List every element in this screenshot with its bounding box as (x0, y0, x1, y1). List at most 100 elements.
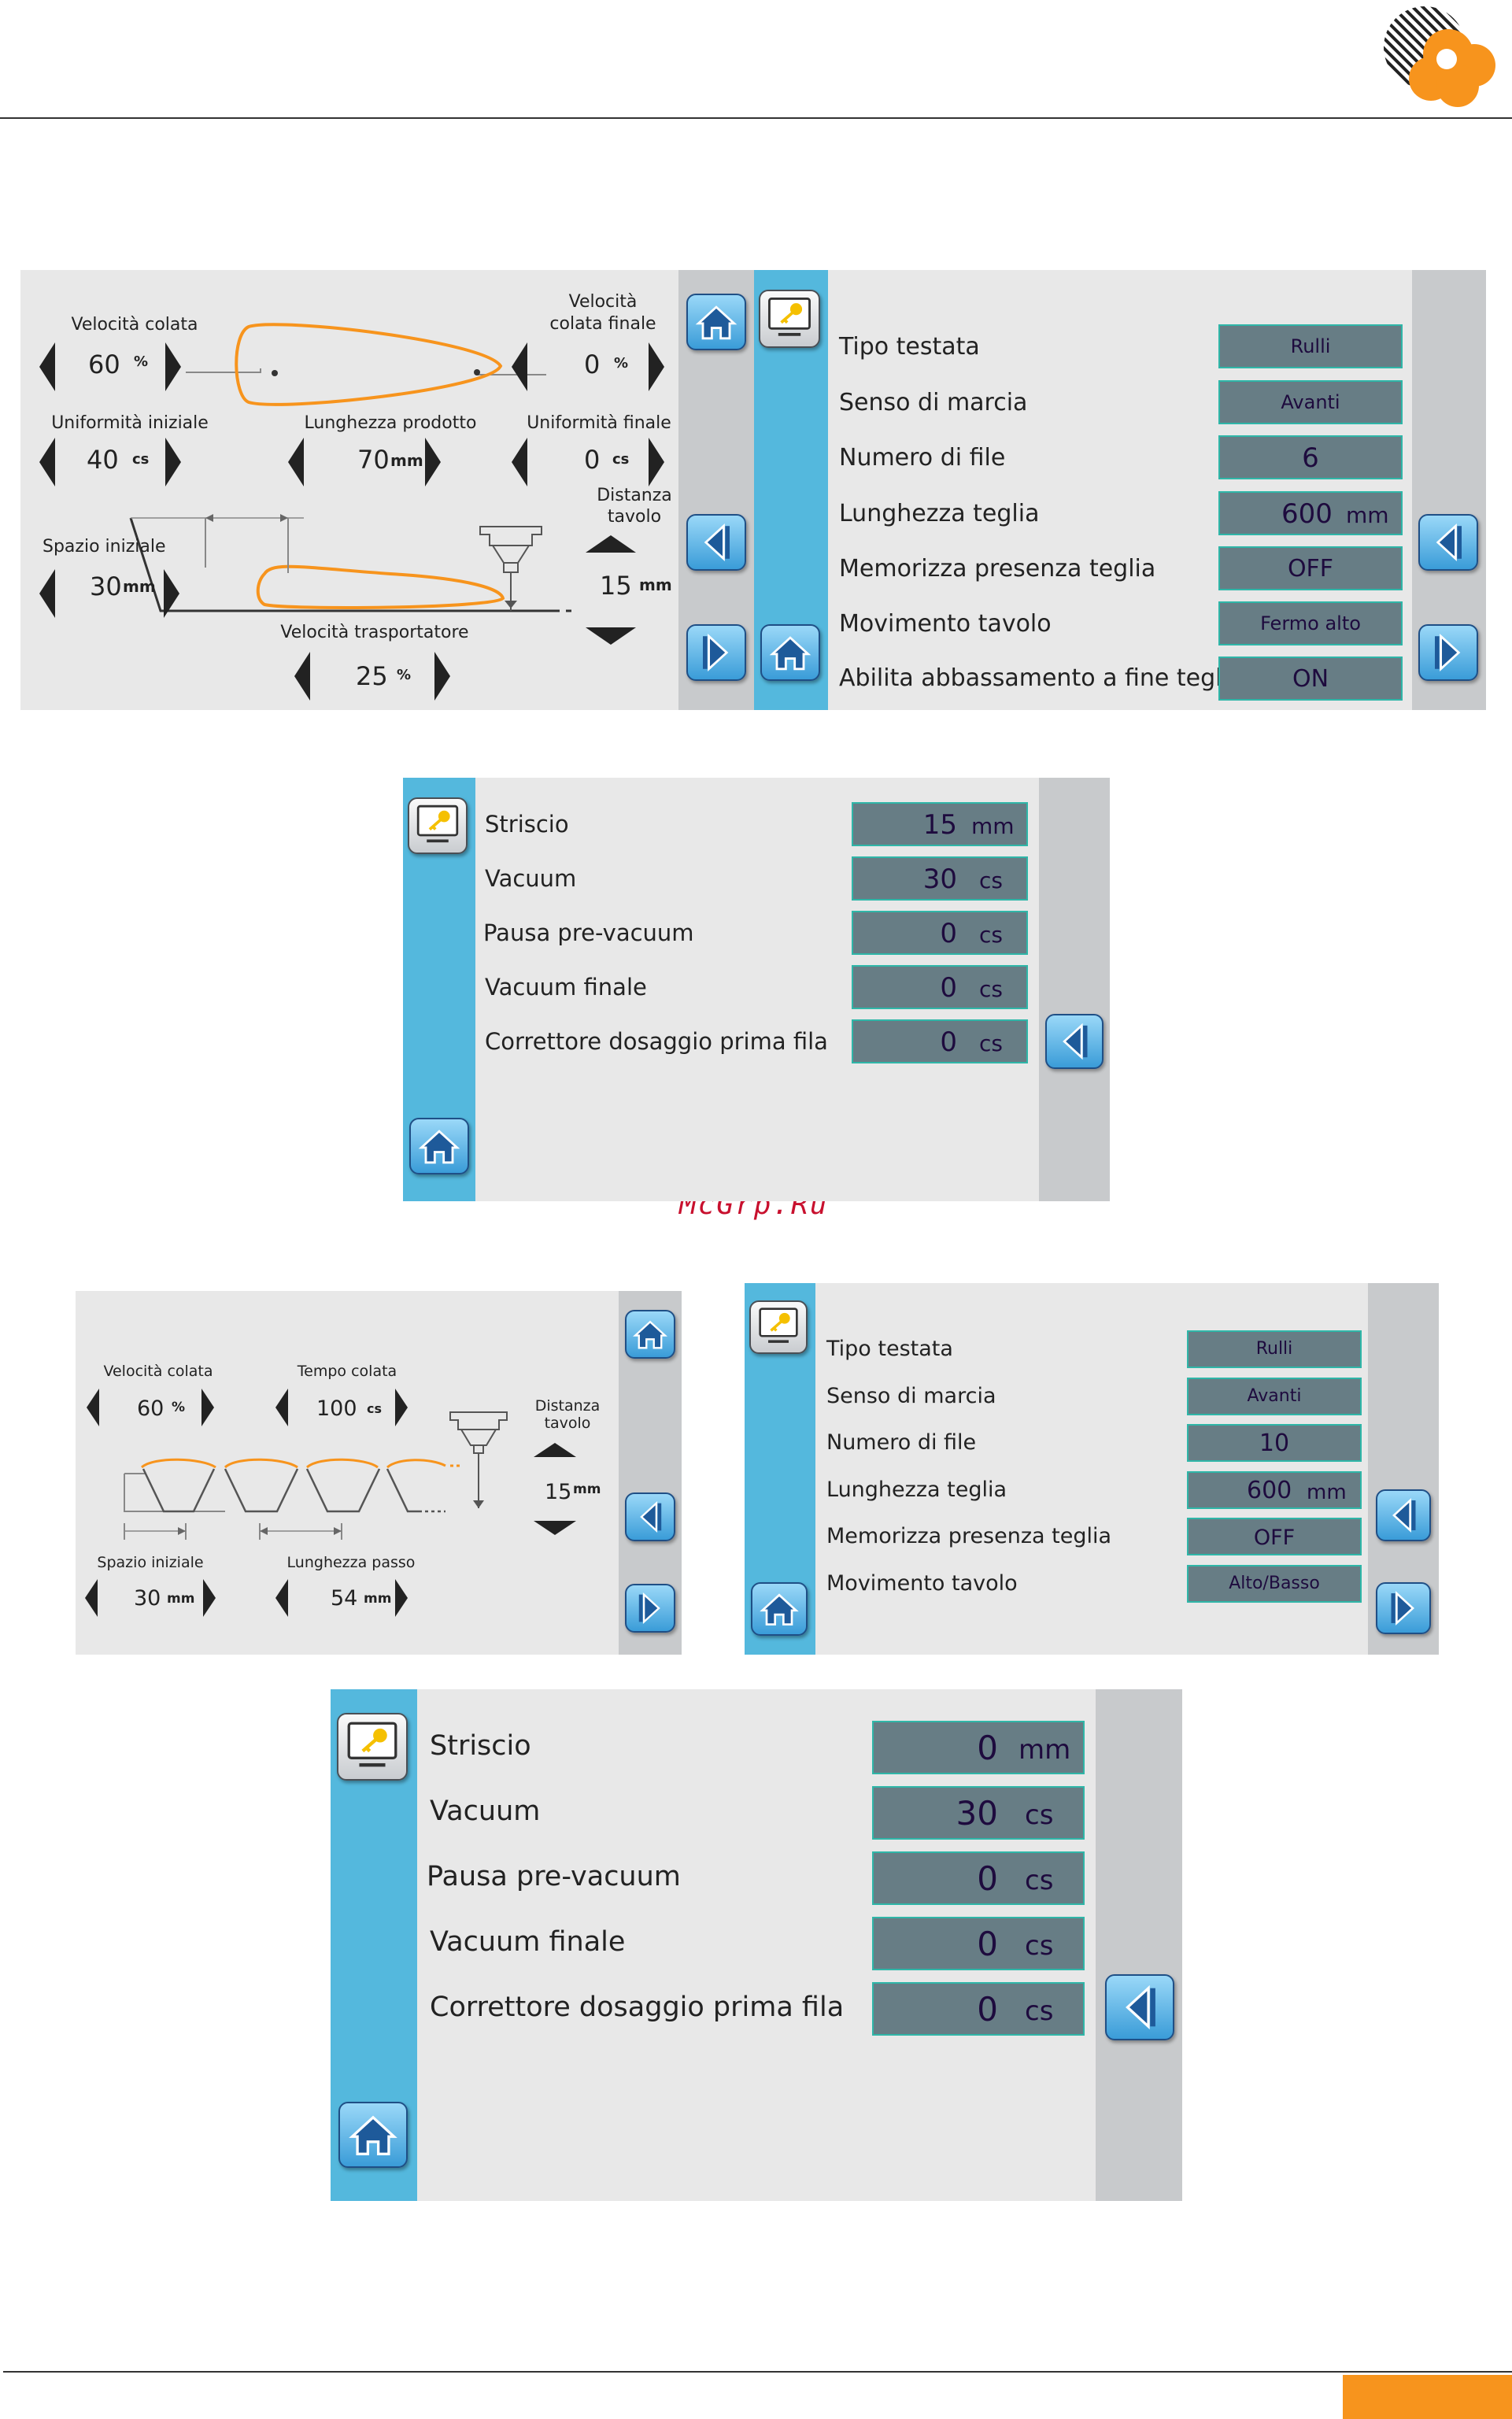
setting-label-numero-di-file: Numero di file (826, 1430, 977, 1455)
decrease-arrow-icon[interactable] (294, 652, 310, 701)
decrease-arrow-down-icon[interactable] (586, 627, 636, 645)
decrease-arrow-icon[interactable] (512, 438, 527, 486)
velocita-colata-unit: % (172, 1400, 186, 1415)
increase-arrow-icon[interactable] (203, 1579, 216, 1617)
increase-arrow-icon[interactable] (395, 1579, 408, 1617)
velocita-colata-finale-unit: % (614, 355, 629, 372)
vacuum-label-vacuum: Vacuum (485, 865, 577, 892)
decrease-arrow-icon[interactable] (85, 1579, 98, 1617)
previous-page-button[interactable] (625, 1492, 675, 1541)
panel-machine-settings-alt: Tipo testata Rulli Senso di marcia Avant… (745, 1283, 1439, 1655)
setting-value-senso-di-marcia[interactable]: Avanti (1187, 1378, 1362, 1415)
increase-arrow-icon[interactable] (201, 1389, 214, 1426)
setting-value-numero-di-file[interactable]: 10 (1187, 1424, 1362, 1462)
velocita-colata-value: 60 (137, 1396, 165, 1421)
decrease-arrow-icon[interactable] (87, 1389, 99, 1426)
velocita-colata-finale-value: 0 (584, 350, 601, 379)
next-page-button[interactable] (1418, 624, 1478, 681)
decrease-arrow-icon[interactable] (512, 342, 527, 391)
increase-arrow-up-icon[interactable] (586, 535, 636, 553)
settings-screen-button[interactable] (337, 1713, 408, 1781)
tempo-colata-value: 100 (316, 1396, 357, 1421)
setting-label-memorizza-presenza-teglia: Memorizza presenza teglia (839, 555, 1156, 583)
next-page-button[interactable] (686, 624, 746, 681)
home-button[interactable] (760, 624, 820, 681)
vacuum-label-pausa-pre-vacuum: Pausa pre-vacuum (483, 919, 694, 946)
home-button[interactable] (338, 2102, 408, 2168)
setting-value-tipo-testata[interactable]: Rulli (1218, 324, 1403, 368)
setting-value-movimento-tavolo[interactable]: Fermo alto (1218, 601, 1403, 645)
distanza-tavolo-value: 15 (545, 1480, 572, 1504)
previous-page-button[interactable] (1105, 1974, 1174, 2040)
home-button[interactable] (751, 1582, 808, 1636)
home-button[interactable] (409, 1118, 469, 1174)
increase-arrow-icon[interactable] (434, 652, 450, 701)
home-icon (418, 1130, 460, 1164)
panel-machine-settings: Tipo testata Rulli Senso di marcia Avant… (754, 270, 1486, 710)
increase-arrow-up-icon[interactable] (534, 1443, 576, 1457)
vacuum-label-correttore-dosaggio: Correttore dosaggio prima fila (485, 1028, 828, 1055)
home-icon (349, 2115, 397, 2155)
decrease-arrow-icon[interactable] (39, 342, 55, 391)
decrease-arrow-down-icon[interactable] (534, 1521, 576, 1535)
previous-page-button[interactable] (1376, 1489, 1431, 1541)
next-page-button[interactable] (1376, 1582, 1431, 1634)
home-button[interactable] (686, 294, 746, 350)
decrease-arrow-icon[interactable] (39, 569, 55, 618)
previous-page-button[interactable] (1418, 514, 1478, 571)
increase-arrow-icon[interactable] (164, 569, 179, 618)
decrease-arrow-icon[interactable] (275, 1389, 288, 1426)
distanza-tavolo-unit: mm (639, 575, 672, 594)
setting-value-memorizza-presenza-teglia[interactable]: OFF (1187, 1518, 1362, 1555)
lunghezza-prodotto-value: 70 (357, 445, 390, 475)
increase-arrow-icon[interactable] (165, 438, 181, 486)
settings-screen-button[interactable] (749, 1300, 808, 1354)
increase-arrow-icon[interactable] (395, 1389, 408, 1426)
velocita-trasportatore-value: 25 (356, 661, 388, 691)
settings-screen-button[interactable] (408, 797, 468, 854)
spazio-iniziale-unit: mm (167, 1591, 195, 1607)
next-page-button[interactable] (625, 1584, 675, 1633)
increase-arrow-icon[interactable] (649, 438, 664, 486)
velocita-colata-value: 60 (88, 350, 120, 379)
velocita-colata-finale-label-1: Velocità (568, 292, 638, 312)
decrease-arrow-icon[interactable] (275, 1579, 288, 1617)
header-divider (0, 117, 1512, 119)
setting-value-tipo-testata[interactable]: Rulli (1187, 1330, 1362, 1368)
setting-value-movimento-tavolo[interactable]: Alto/Basso (1187, 1565, 1362, 1603)
home-icon (633, 1320, 667, 1349)
panel-side-bar-right (1039, 778, 1110, 1201)
setting-value-memorizza-presenza-teglia[interactable]: OFF (1218, 546, 1403, 590)
increase-arrow-icon[interactable] (425, 438, 441, 486)
home-icon (760, 1593, 799, 1626)
setting-value-abilita-abbassamento[interactable]: ON (1218, 657, 1403, 701)
setting-label-senso-di-marcia: Senso di marcia (826, 1384, 996, 1408)
setting-label-tipo-testata: Tipo testata (826, 1337, 953, 1361)
decrease-arrow-icon[interactable] (39, 438, 55, 486)
setting-value-senso-di-marcia[interactable]: Avanti (1218, 380, 1403, 424)
increase-arrow-icon[interactable] (165, 342, 181, 391)
previous-page-button[interactable] (686, 514, 746, 571)
settings-screen-button[interactable] (759, 290, 820, 348)
setting-label-lunghezza-teglia: Lunghezza teglia (839, 500, 1040, 527)
setting-value-numero-di-file[interactable]: 6 (1218, 435, 1403, 479)
increase-arrow-icon[interactable] (649, 342, 664, 391)
home-button[interactable] (625, 1310, 675, 1359)
decrease-arrow-icon[interactable] (288, 438, 304, 486)
tempo-colata-label: Tempo colata (297, 1363, 397, 1380)
previous-page-button[interactable] (1045, 1014, 1104, 1069)
setting-label-numero-di-file: Numero di file (839, 444, 1006, 472)
